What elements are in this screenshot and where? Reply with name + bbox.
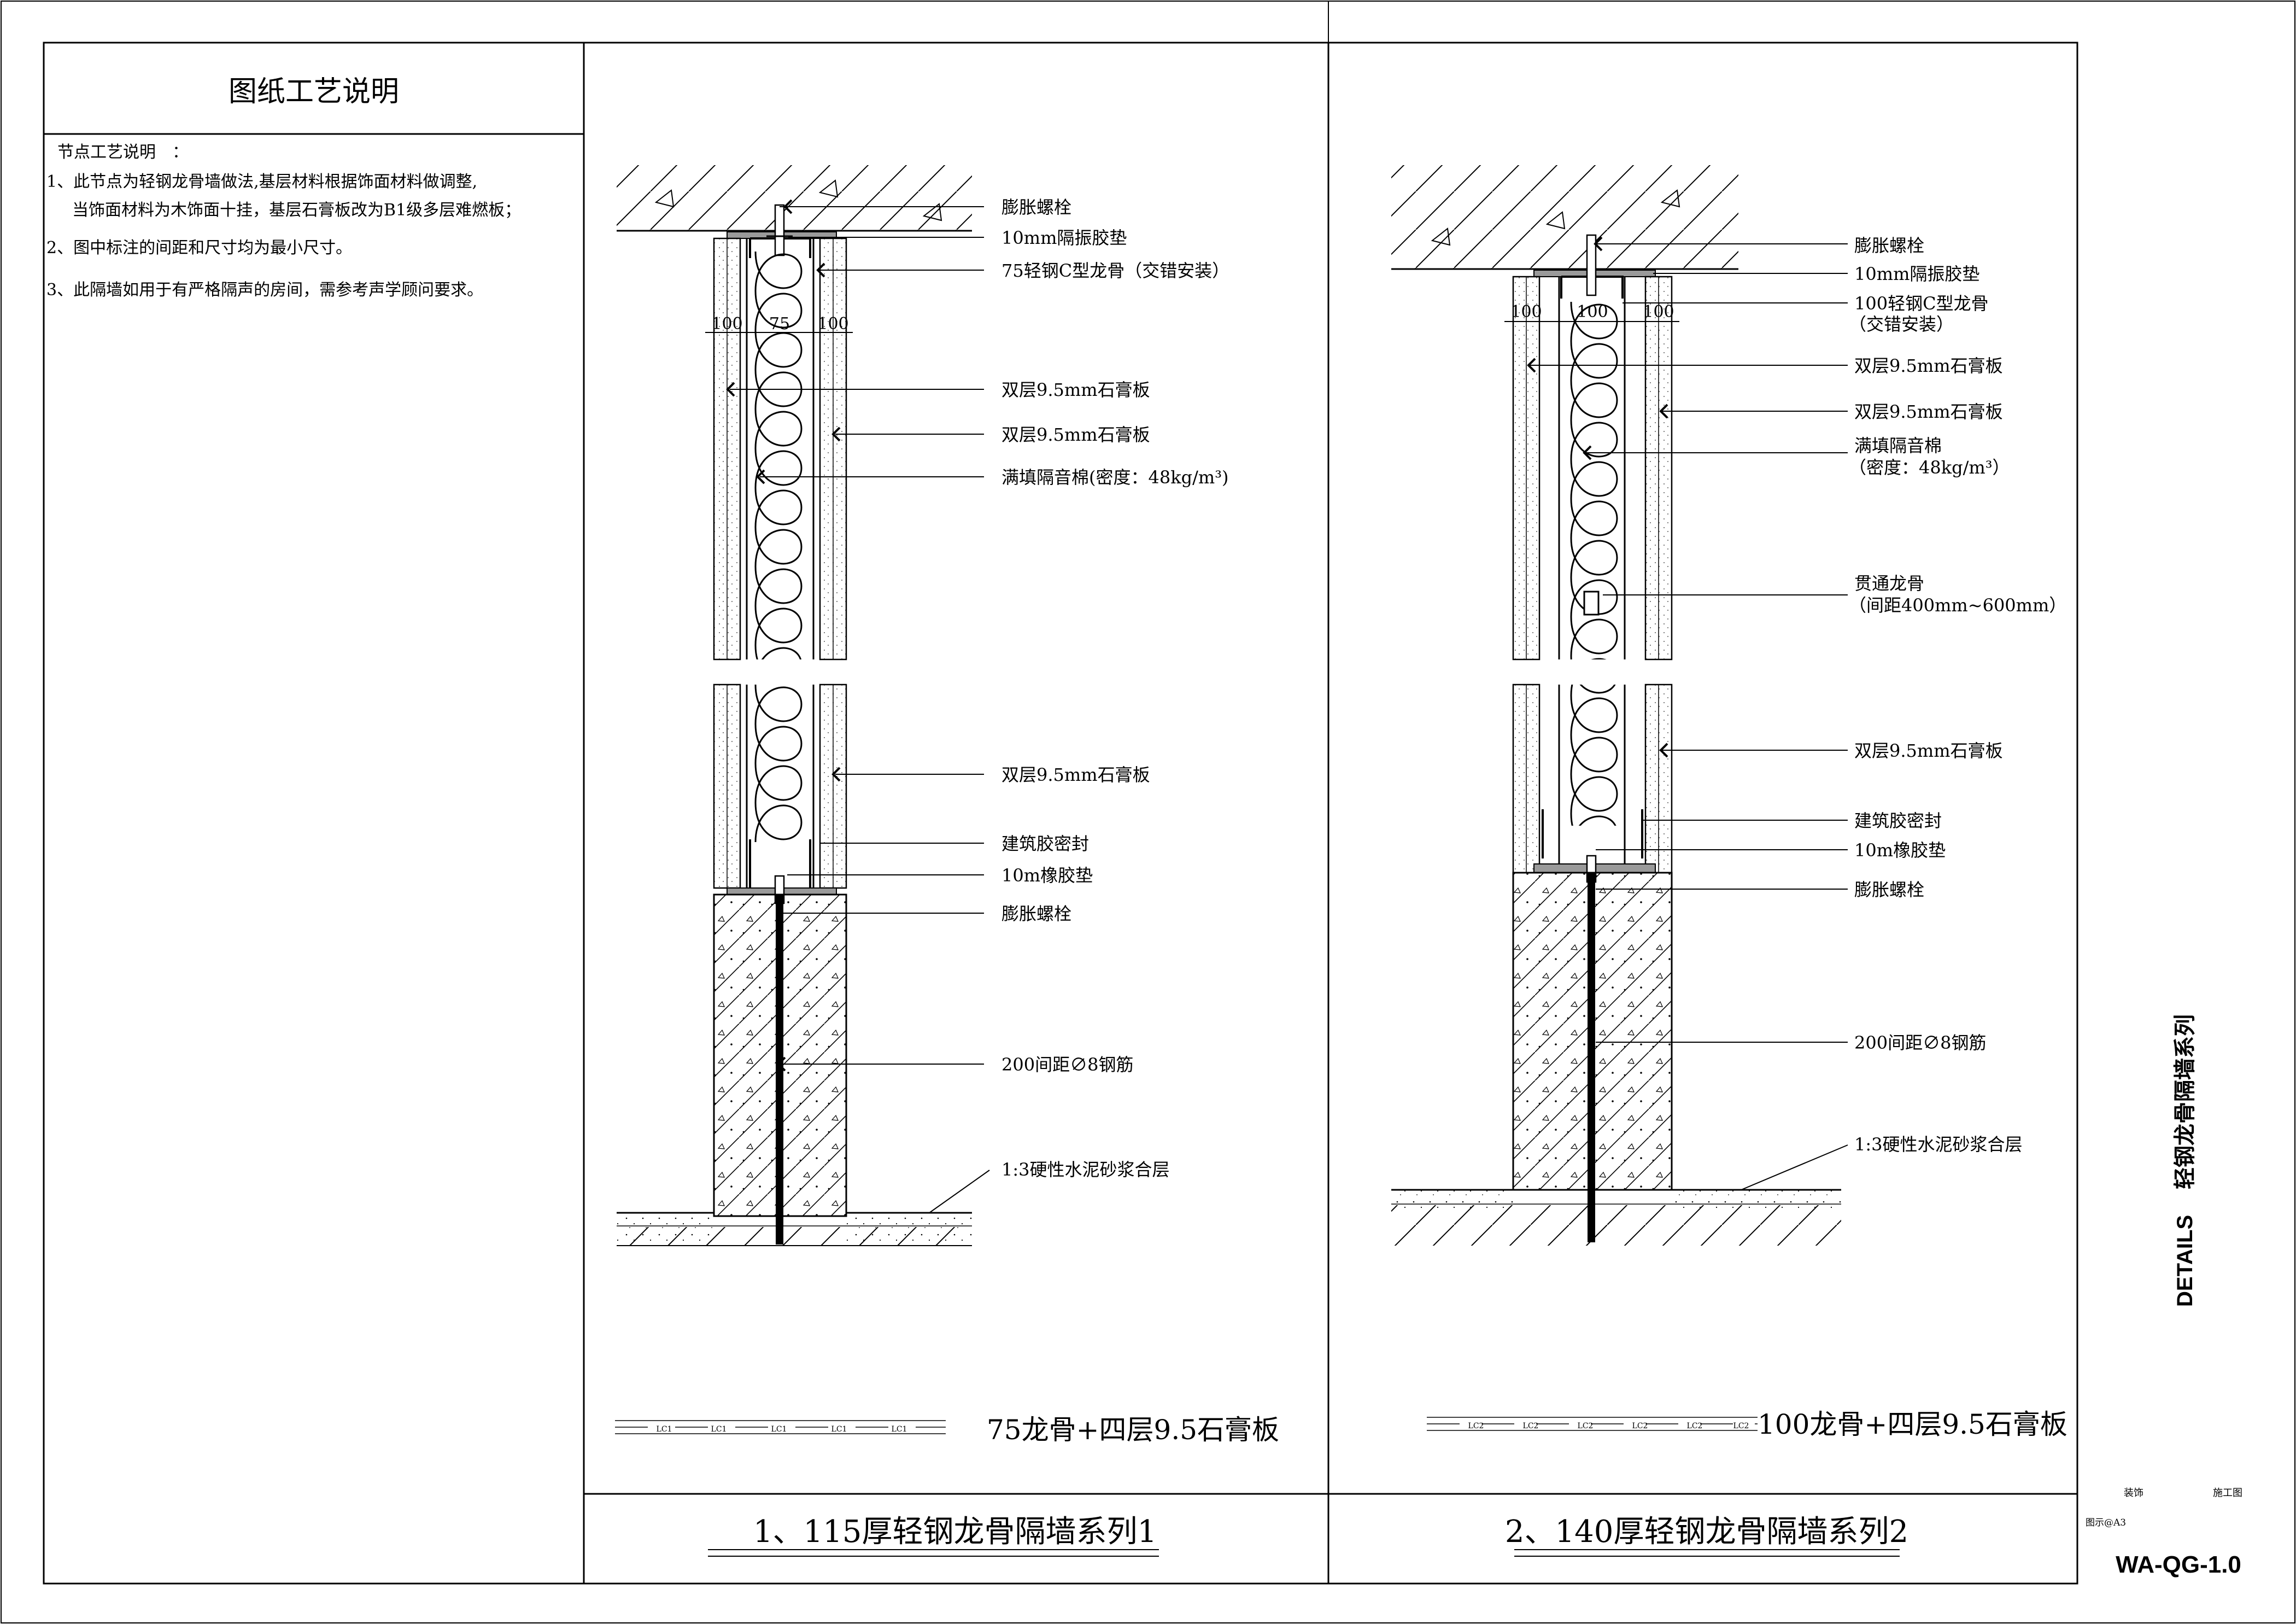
legend-mark-2a: LC2 [1468,1422,1484,1430]
floor-slab-2 [1391,1189,1841,1246]
legend-mark-2e: LC2 [1687,1422,1703,1430]
label-1-rebar: 200间距∅8钢筋 [1001,1054,1133,1075]
label-1-gypsum-b: 双层9.5mm石膏板 [1001,424,1150,445]
label-2-channel-spacing: （间距400mm~600mm） [1849,595,2066,616]
detail-2-subtitle: 100龙骨+四层9.5石膏板 [1758,1409,2067,1440]
label-1-isolation-pad: 10mm隔振胶垫 [1001,227,1127,248]
label-2-mortar: 1:3硬性水泥砂浆合层 [1854,1134,2023,1155]
title-block: DETAILS 轻钢龙骨隔墙系列 装饰 施工图 图示@A3 WA-QG-1.0 [2086,1014,2242,1578]
label-2-c-stud-note: （交错安装） [1849,314,1954,335]
notes-title: 图纸工艺说明 [229,75,399,108]
vertical-title-cn: 轻钢龙骨隔墙系列 [2172,1014,2198,1189]
label-1-anchor-bolt-bottom: 膨胀螺栓 [1001,903,1071,924]
note-line-1b: 当饰面材料为木饰面十挂，基层石膏板改为B1级多层难燃板； [72,201,521,220]
labels-2: 膨胀螺栓 10mm隔振胶垫 100轻钢C型龙骨 （交错安装） 双层9.5mm石膏… [1849,235,2066,1155]
gypsum-boards-1-upper [713,237,847,661]
gypsum-boards-2-lower [1512,684,1673,874]
floor-slab-1 [617,1212,972,1246]
labels-1: 膨胀螺栓 10mm隔振胶垫 75轻钢C型龙骨（交错安装） 双层9.5mm石膏板 … [1001,197,1229,1180]
dim-1-right: 100 [817,314,848,334]
label-2-c-stud: 100轻钢C型龙骨 [1854,293,1989,314]
legend-marks-1: LC1 LC1 LC1 LC1 LC1 [615,1420,946,1434]
gypsum-boards-2-upper [1512,276,1673,661]
legend-mark-1a: LC1 [657,1425,672,1434]
legend-mark-1c: LC1 [771,1425,787,1434]
drawing-number: WA-QG-1.0 [2116,1551,2241,1578]
ceiling-slab-2 [1391,165,1738,270]
notes-heading: 节点工艺说明 ： [57,143,189,162]
label-1-insulation: 满填隔音棉(密度：48kg/m³) [1001,467,1229,488]
label-2-gypsum-b: 双层9.5mm石膏板 [1854,401,2003,422]
ceiling-slab-1 [617,165,972,232]
label-2-gypsum-c: 双层9.5mm石膏板 [1854,740,2003,761]
dim-1-mid: 75 [769,314,790,334]
vertical-title-en: DETAILS [2173,1215,2197,1307]
legend-mark-2d: LC2 [1632,1422,1648,1430]
legend-mark-2c: LC2 [1578,1422,1594,1430]
label-2-insulation: 满填隔音棉 [1854,435,1942,456]
leaders-1 [726,199,990,1213]
label-2-isolation-pad: 10mm隔振胶垫 [1854,264,1979,284]
legend-mark-1e: LC1 [892,1425,907,1434]
legend-mark-1d: LC1 [831,1425,847,1434]
dimension-row-1: 100 75 100 [705,314,853,359]
note-line-1: 1、此节点为轻钢龙骨墙做法,基层材料根据饰面材料做调整, [46,172,477,191]
leaders-2 [1527,236,1848,1190]
title-block-field-a: 装饰 [2124,1487,2143,1499]
detail-2-title: 2、140厚轻钢龙骨隔墙系列2 [1505,1514,1908,1550]
note-line-3: 3、此隔墙如用于有严格隔声的房间，需参考声学顾问要求。 [46,281,483,300]
label-2-sealant: 建筑胶密封 [1854,810,1942,831]
label-1-rubber-pad: 10m橡胶垫 [1001,865,1093,886]
label-2-through-channel: 贯通龙骨 [1854,573,1924,594]
legend-mark-2b: LC2 [1523,1422,1539,1430]
dim-2-mid: 100 [1577,302,1608,322]
label-1-c-stud: 75轻钢C型龙骨（交错安装） [1001,260,1229,281]
title-block-field-b: 施工图 [2213,1487,2242,1499]
label-2-rebar: 200间距∅8钢筋 [1854,1032,1986,1053]
concrete-curb-1 [713,893,847,1245]
label-1-gypsum-c: 双层9.5mm石膏板 [1001,764,1150,785]
label-2-rubber-pad: 10m橡胶垫 [1854,840,1946,861]
legend-mark-2f: LC2 [1733,1422,1749,1430]
detail-2: 100 100 100 [1391,165,2067,1557]
legend-marks-2: LC2 LC2 LC2 LC2 LC2 LC2 [1427,1417,1758,1431]
label-2-anchor-bolt-top: 膨胀螺栓 [1854,235,1924,256]
label-1-mortar: 1:3硬性水泥砂浆合层 [1001,1159,1170,1180]
note-line-2: 2、图中标注的间距和尺寸均为最小尺寸。 [46,238,352,258]
title-block-scale: 图示@A3 [2086,1517,2126,1528]
label-1-anchor-bolt-top: 膨胀螺栓 [1001,197,1071,218]
label-2-gypsum-a: 双层9.5mm石膏板 [1854,355,2003,376]
label-2-insulation-density: （密度：48kg/m³） [1849,457,2010,478]
detail-1-subtitle: 75龙骨+四层9.5石膏板 [987,1414,1279,1446]
dim-2-right: 100 [1643,302,1674,322]
label-1-sealant: 建筑胶密封 [1001,833,1089,854]
label-2-anchor-bolt-bottom: 膨胀螺栓 [1854,879,1924,900]
dim-1-left: 100 [711,314,742,334]
detail-1: 100 75 100 [615,165,1279,1557]
dim-2-left: 100 [1510,302,1542,322]
dimension-row-2: 100 100 100 [1504,302,1679,346]
gypsum-boards-1-lower [713,684,847,889]
legend-mark-1b: LC1 [711,1425,727,1434]
concrete-curb-2 [1512,872,1673,1242]
notes-panel: 图纸工艺说明 节点工艺说明 ： 1、此节点为轻钢龙骨墙做法,基层材料根据饰面材料… [46,75,521,300]
label-1-gypsum-a: 双层9.5mm石膏板 [1001,379,1150,400]
detail-1-title: 1、115厚轻钢龙骨隔墙系列1 [753,1514,1157,1550]
